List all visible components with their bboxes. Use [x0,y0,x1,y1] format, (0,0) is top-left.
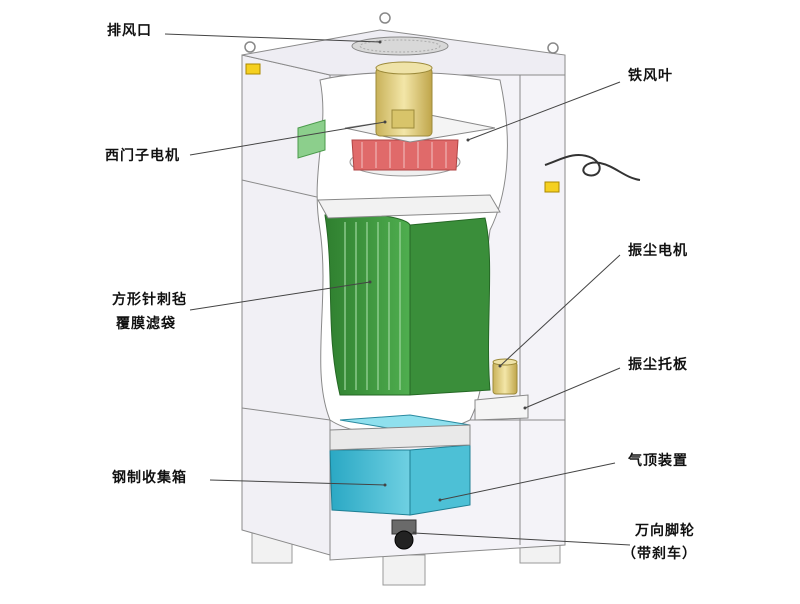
power-cable [544,154,641,181]
label-filter-bag-line1: 方形针刺毡 [112,292,187,308]
exhaust-grille [351,36,449,56]
label-steel-collection-box: 钢制收集箱 [112,470,187,486]
label-caster-line2: （带刹车） [622,546,697,562]
iron-fan-blade [349,139,461,177]
label-iron-fan-blade: 铁风叶 [628,68,673,84]
shaker-motor [492,358,518,395]
filter-bags [324,212,491,396]
label-siemens-motor: 西门子电机 [105,148,180,164]
siemens-motor [375,61,433,137]
warning-sticker [245,63,560,193]
label-shaker-motor: 振尘电机 [628,243,688,259]
label-pneumatic-top-device: 气顶装置 [628,453,688,469]
label-filter-bag-line2: 覆膜滤袋 [116,316,176,332]
lifting-rings [244,12,559,54]
shaker-plate [474,394,529,421]
leader-dots [368,40,527,535]
leader-lines [164,33,631,546]
label-caster-line1: 万向脚轮 [635,523,695,539]
label-exhaust-outlet: 排风口 [107,23,152,39]
label-shaker-plate: 振尘托板 [628,357,688,373]
upper-frame-beam [317,194,501,219]
caster-wheel [391,519,417,550]
steel-collection-box [329,414,471,516]
brand-logo-badge [297,119,326,159]
